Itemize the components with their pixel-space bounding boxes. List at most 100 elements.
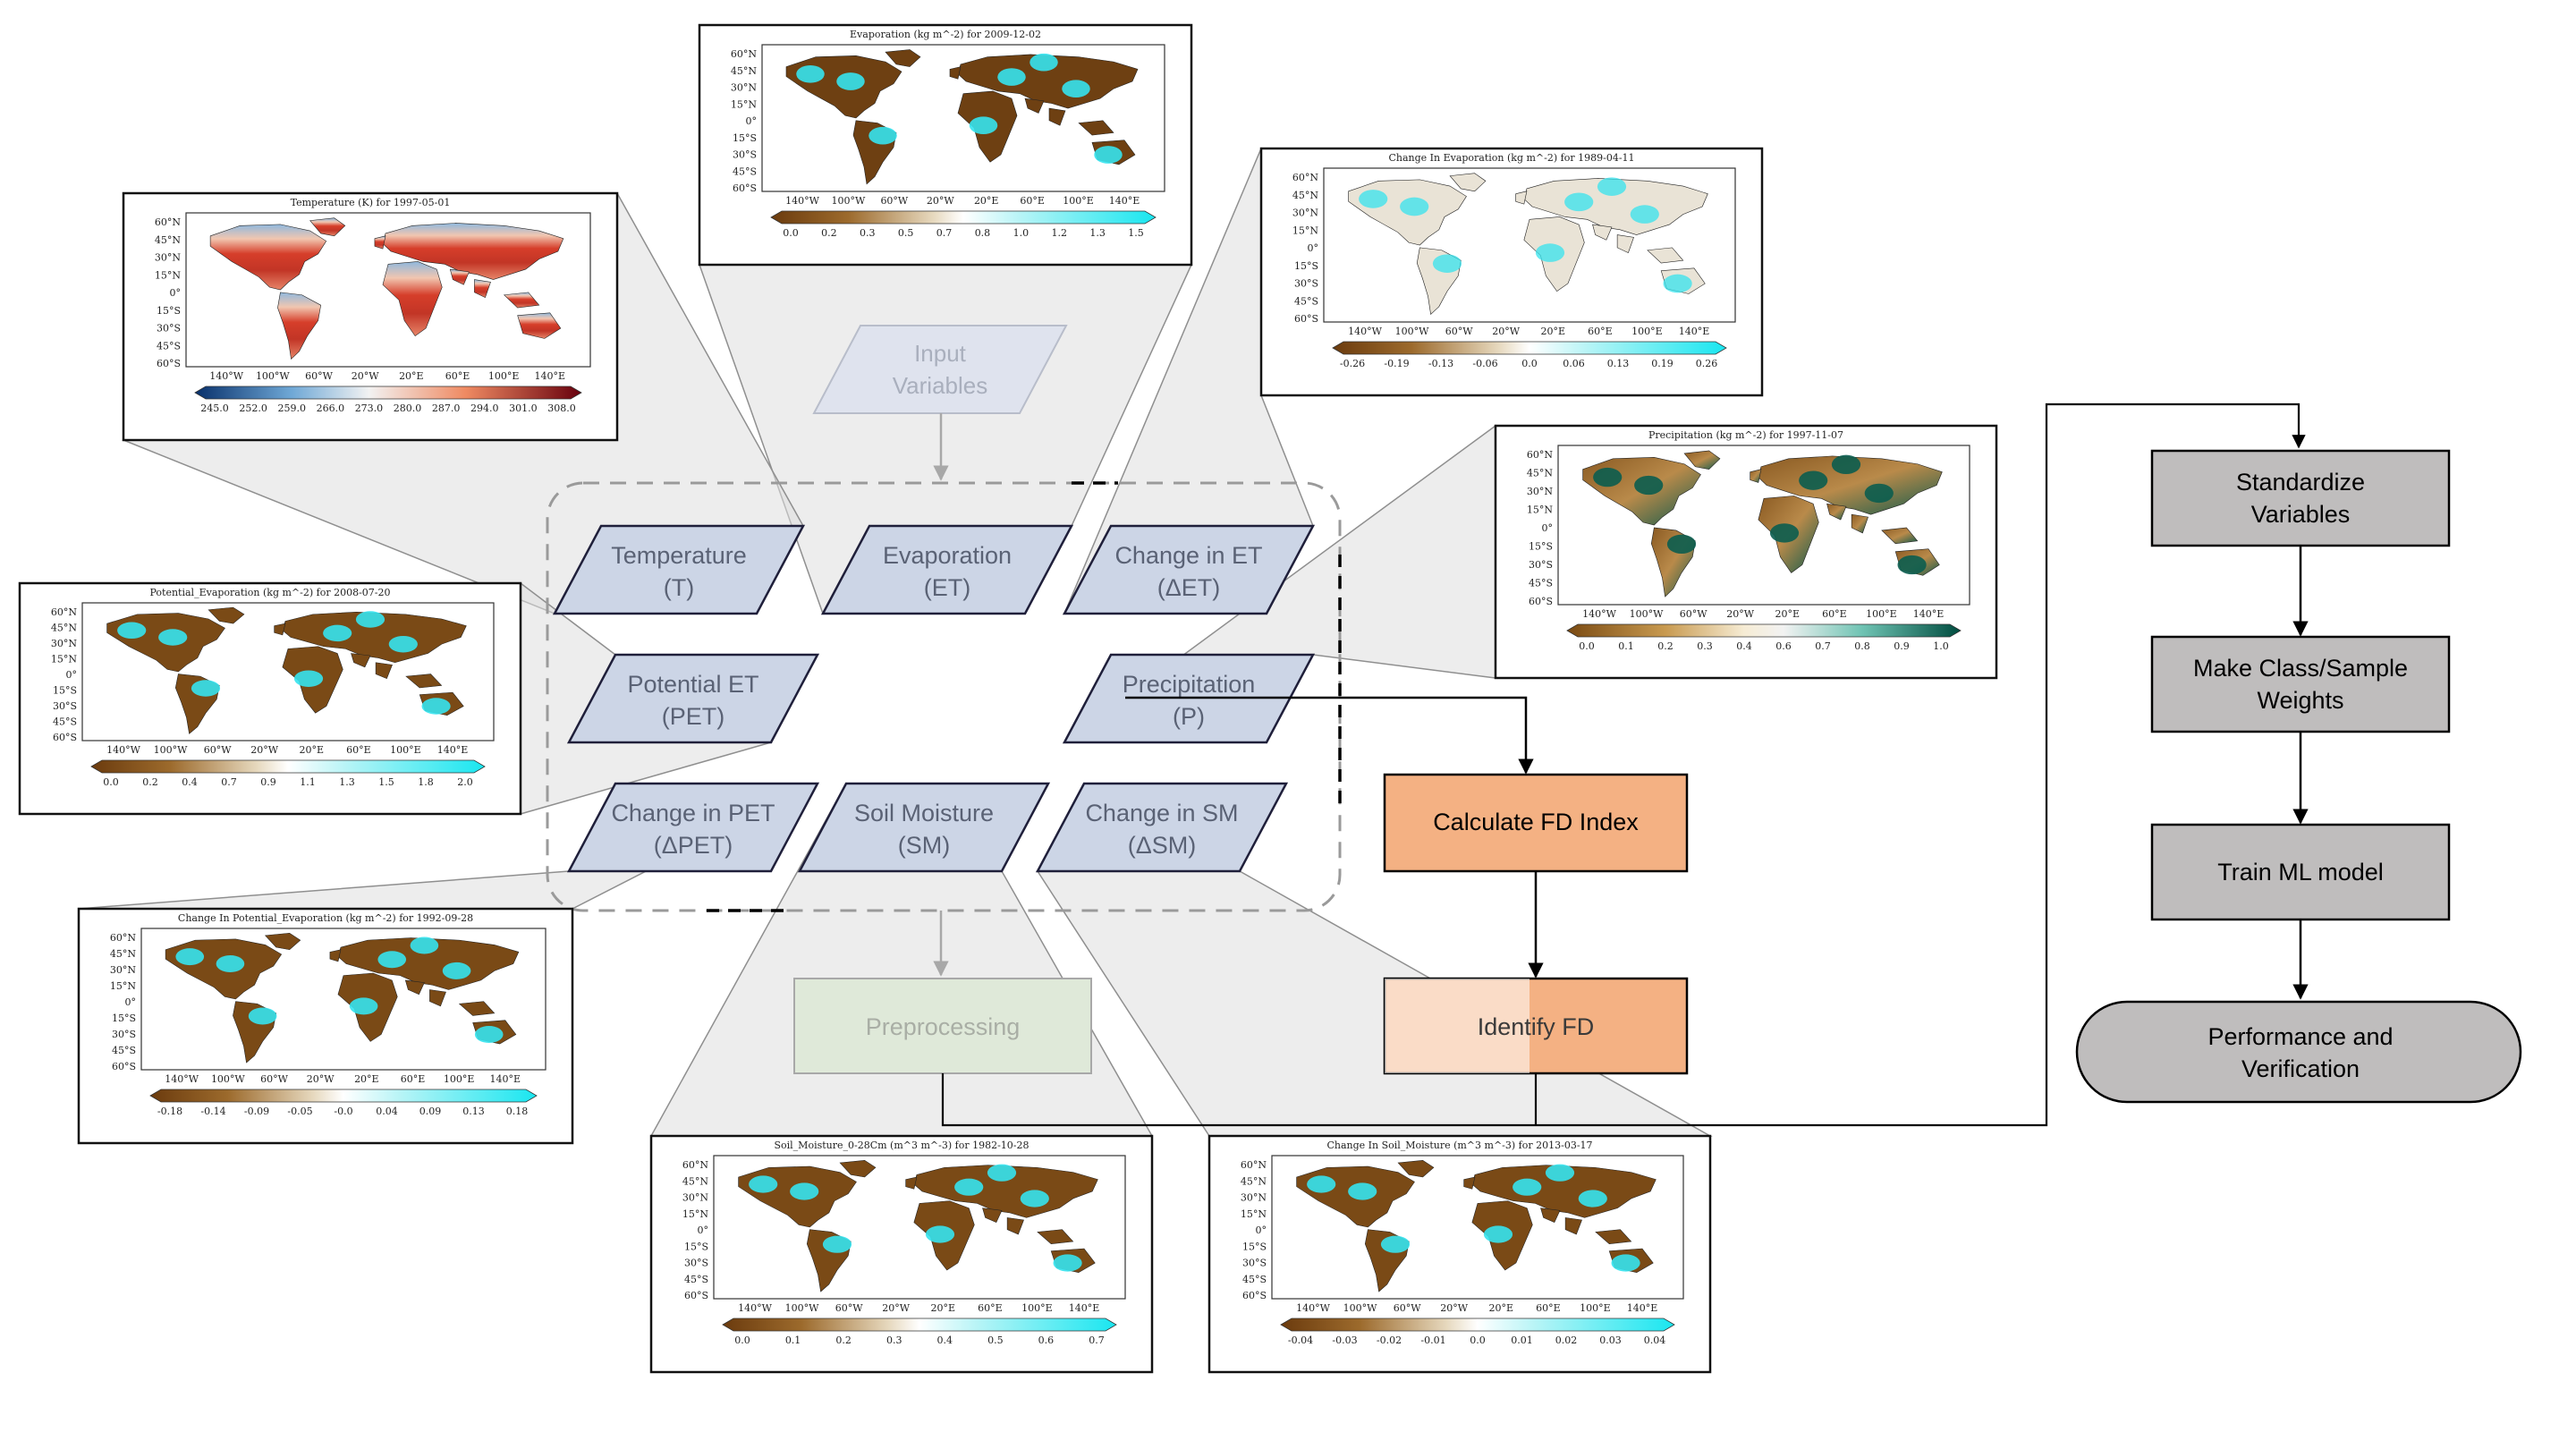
map-data-patch <box>1593 467 1623 487</box>
map-lon-label: 60°W <box>1394 1302 1421 1314</box>
map-colorbar <box>1332 341 1727 355</box>
map-data-patch <box>1053 1254 1082 1272</box>
map-data-patch <box>1307 1175 1336 1193</box>
map-lon-label: 140°E <box>490 1073 521 1085</box>
map-colorbar <box>1280 1318 1675 1332</box>
map-lon-label: 100°E <box>1021 1302 1053 1314</box>
map-colorbar-tick: 0.2 <box>142 776 158 788</box>
variable-name: Soil Moisture <box>854 800 994 826</box>
variable-name: Potential ET <box>627 671 758 698</box>
map-lat-label: 30°S <box>53 700 77 712</box>
map-colorbar-tick: 0.0 <box>1579 640 1595 652</box>
map-lon-label: 60°E <box>1020 195 1045 207</box>
map-colorbar-tick: -0.0 <box>334 1106 352 1117</box>
map-data-patch <box>1535 243 1565 262</box>
map-data-patch <box>349 997 378 1015</box>
map-colorbar-tick: 0.3 <box>1697 640 1713 652</box>
map-data-patch <box>1400 197 1429 216</box>
map-colorbar-tick: -0.18 <box>157 1106 182 1117</box>
map-lat-label: 60°S <box>733 182 757 194</box>
map-data-patch <box>822 1235 852 1253</box>
map-lat-label: 60°S <box>1242 1290 1267 1301</box>
map-colorbar-tick: 0.7 <box>1815 640 1831 652</box>
map-colorbar-tick: 0.6 <box>1038 1335 1055 1346</box>
map-lat-label: 60°N <box>1292 172 1318 183</box>
map-lat-label: 30°N <box>155 252 181 264</box>
map-lat-label: 30°N <box>51 638 77 649</box>
map-lon-label: 100°E <box>444 1073 475 1085</box>
map-lon-label: 20°W <box>927 195 954 207</box>
map-lon-label: 20°E <box>354 1073 379 1085</box>
map-lon-label: 20°W <box>1492 326 1520 337</box>
map-lon-label: 100°W <box>154 744 188 756</box>
map-lat-label: 0° <box>746 115 758 127</box>
variable-shape <box>566 782 820 873</box>
map-colorbar-tick: 259.0 <box>277 402 306 414</box>
map-colorbar-tick: -0.04 <box>1288 1335 1313 1346</box>
map-colorbar-tick: 1.0 <box>1013 227 1030 239</box>
map-data-patch <box>216 955 245 972</box>
map-data-patch <box>377 951 407 969</box>
map-lon-label: 60°E <box>401 1073 426 1085</box>
pipeline-label-2: Variables <box>2251 501 2351 528</box>
map-colorbar-tick: 287.0 <box>432 402 460 414</box>
map-data-patch <box>1831 454 1861 475</box>
map-colorbar-tick: 0.01 <box>1511 1335 1533 1346</box>
map-colorbar-tick: 0.26 <box>1696 358 1718 369</box>
map-lon-label: 140°E <box>1069 1302 1100 1314</box>
map-data-patch <box>355 611 386 628</box>
map-colorbar-tick: 273.0 <box>355 402 384 414</box>
map-lat-label: 15°S <box>157 305 181 317</box>
map-lon-label: 100°W <box>211 1073 245 1085</box>
map-colorbar-tick: 0.03 <box>1599 1335 1622 1346</box>
map-colorbar-tick: 0.4 <box>937 1335 953 1346</box>
map-lat-label: 15°S <box>1529 541 1553 553</box>
map-data-patch <box>749 1175 778 1193</box>
map-data-patch <box>969 116 998 135</box>
map-colorbar-tick: 0.02 <box>1555 1335 1578 1346</box>
map-lat-label: 30°N <box>110 964 136 976</box>
map-data-patch <box>442 962 471 979</box>
map-colorbar-tick: 0.1 <box>1618 640 1634 652</box>
map-lat-label: 45°N <box>682 1175 708 1187</box>
map-colorbar-tick: 0.4 <box>1736 640 1752 652</box>
map-colorbar <box>194 386 582 400</box>
map-title: Temperature (K) for 1997-05-01 <box>291 197 451 208</box>
map-lat-label: 15°S <box>53 685 77 697</box>
variable-node-dsm: Change in SM(ΔSM) <box>1035 782 1289 873</box>
variable-shape <box>1035 782 1289 873</box>
map-lon-label: 140°W <box>209 370 243 382</box>
pipeline-label: Train ML model <box>2217 859 2384 886</box>
map-data-patch <box>1666 534 1697 555</box>
map-colorbar-tick: 0.7 <box>221 776 237 788</box>
map-lon-label: 60°E <box>978 1302 1003 1314</box>
map-data-patch <box>158 629 188 646</box>
map-data-patch <box>1564 192 1594 212</box>
map-lat-label: 15°S <box>112 1013 136 1024</box>
map-lon-label: 60°W <box>1445 326 1473 337</box>
map-colorbar-tick: 0.5 <box>987 1335 1004 1346</box>
map-lon-label: 140°W <box>165 1073 199 1085</box>
map-data-patch <box>796 64 825 83</box>
map-colorbar-tick: 0.09 <box>419 1106 442 1117</box>
variable-shape <box>797 782 1051 873</box>
map-lon-label: 140°E <box>1679 326 1710 337</box>
map-lon-label: 20°E <box>974 195 999 207</box>
map-colorbar-tick: 0.3 <box>860 227 876 239</box>
map-data-patch <box>1597 177 1627 196</box>
pipeline-box <box>2150 635 2451 733</box>
map-lat-label: 30°S <box>1294 278 1318 290</box>
map-lon-label: 60°W <box>204 744 232 756</box>
map-lat-label: 60°S <box>157 358 181 369</box>
map-colorbar-tick: 1.5 <box>378 776 394 788</box>
map-panel-dpet: Change In Potential_Evaporation (kg m^-2… <box>77 907 574 1145</box>
map-data-patch <box>954 1178 984 1196</box>
map-data-patch <box>1062 80 1090 98</box>
map-colorbar-tick: -0.01 <box>1420 1335 1445 1346</box>
map-lat-label: 60°S <box>1294 313 1318 325</box>
map-lat-label: 15°N <box>1241 1208 1267 1220</box>
map-lat-label: 45°S <box>733 165 757 177</box>
variable-shape <box>566 653 820 744</box>
identify-fd-label: Identify FD <box>1478 1013 1595 1040</box>
map-colorbar-tick: 0.2 <box>821 227 837 239</box>
